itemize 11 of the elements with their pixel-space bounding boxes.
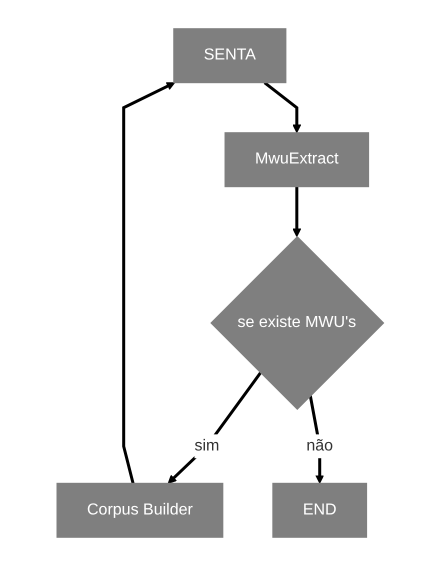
arrow [122, 82, 176, 484]
edge-label: não [306, 437, 334, 454]
node-diamond: se existe MWU's [210, 236, 385, 410]
arrow [168, 372, 262, 484]
arrow [292, 186, 302, 238]
node-box: Corpus Builder [56, 482, 224, 538]
node-box: SENTA [173, 28, 287, 84]
edge-label: sim [194, 437, 220, 454]
arrow [264, 82, 302, 134]
node-box: MwuExtract [224, 132, 370, 188]
node-box: END [272, 482, 368, 538]
